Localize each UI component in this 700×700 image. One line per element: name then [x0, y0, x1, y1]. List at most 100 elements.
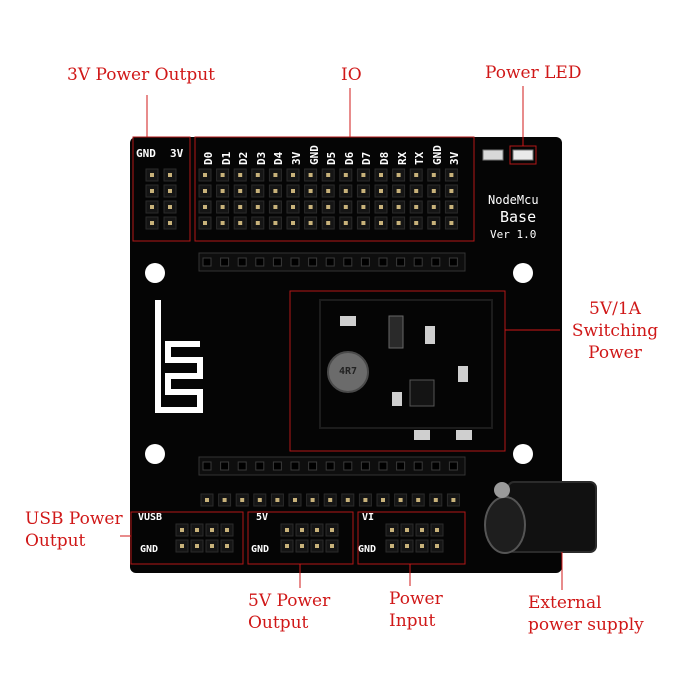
header-pin [238, 173, 243, 177]
header-pin [150, 189, 154, 193]
header-pin [396, 221, 401, 225]
header-pin [180, 544, 184, 548]
box-3v-output [132, 136, 191, 242]
header-pin [291, 189, 295, 193]
header-pin [328, 498, 333, 502]
header-pin [300, 544, 304, 548]
pin-label-d8-10: D8 [378, 151, 391, 165]
header-pin [420, 544, 424, 548]
header-pin [405, 544, 409, 548]
mounting-hole-top-left [145, 263, 165, 283]
callout-external-line1: External [528, 593, 602, 613]
callout-usb-line1: USB Power [25, 509, 123, 529]
header-pin [433, 498, 438, 502]
header-pin [449, 189, 454, 193]
brand-label: NodeMcu [488, 193, 539, 207]
header-pin [222, 498, 227, 502]
callout-power-input-line1: Power [389, 589, 443, 609]
socket-hole [220, 461, 230, 471]
header-pin [308, 221, 313, 225]
box-vusb [130, 511, 244, 565]
header-pin [203, 173, 207, 177]
header-pin [363, 498, 368, 502]
header-pin [238, 221, 243, 225]
header-pin [285, 528, 289, 532]
header-pin [398, 498, 403, 502]
header-pin [414, 189, 419, 193]
socket-hole [255, 257, 265, 267]
header-pin [220, 205, 225, 209]
smd-cap-5 [414, 430, 430, 440]
header-pin [195, 528, 199, 532]
socket-hole [413, 461, 423, 471]
socket-hole [255, 461, 265, 471]
power-led-resistor [482, 149, 504, 161]
header-pin [168, 221, 172, 225]
header-pin [449, 221, 454, 225]
callout-5v-line1: 5V Power [248, 591, 331, 611]
pin-label-d2-2: D2 [237, 151, 251, 165]
5v-label: 5V [256, 512, 269, 523]
header-pin [168, 205, 172, 209]
header-pin [168, 189, 172, 193]
header-pin [210, 528, 214, 532]
header-pin [343, 173, 348, 177]
socket-hole [308, 257, 318, 267]
socket-hole [413, 257, 423, 267]
vusb-label: VUSB [138, 512, 163, 523]
header-pin [291, 173, 295, 177]
header-pin [405, 528, 409, 532]
header-pin [195, 544, 199, 548]
header-pin [343, 221, 348, 225]
socket-hole [202, 257, 212, 267]
header-pin [379, 189, 383, 193]
header-pin [225, 544, 229, 548]
mounting-hole-bottom-left [145, 444, 165, 464]
header-pin [396, 189, 401, 193]
header-pin [449, 173, 454, 177]
socket-hole [272, 257, 282, 267]
socket-hole [325, 461, 335, 471]
socket-hole [431, 257, 441, 267]
socket-hole [448, 257, 458, 267]
header-pin [255, 205, 260, 209]
callout-switching-line1: 5V/1A [589, 299, 641, 319]
socket-hole [308, 461, 318, 471]
diode-top [388, 315, 404, 349]
header-pin [150, 173, 154, 177]
mounting-hole-top-right [513, 263, 533, 283]
header-pin [379, 221, 383, 225]
header-pin [255, 189, 260, 193]
callout-usb-line2: Output [25, 531, 86, 551]
vi-label: VI [362, 512, 375, 523]
header-pin [343, 205, 348, 209]
callout-external-line2: power supply [528, 615, 644, 635]
socket-hole [220, 257, 230, 267]
header-pin [220, 221, 225, 225]
header-pin [379, 173, 383, 177]
header-pin [291, 221, 295, 225]
header-pin [273, 221, 278, 225]
header-pin [210, 544, 214, 548]
socket-hole [202, 461, 212, 471]
header-pin [273, 205, 278, 209]
header-pin [435, 528, 439, 532]
header-pin [308, 205, 313, 209]
switching-module-outline [319, 299, 493, 429]
header-pin [238, 205, 243, 209]
pin-label-3v-14: 3V [448, 151, 462, 165]
callout-switching-line2: Switching [571, 321, 659, 341]
header-pin [326, 173, 331, 177]
header-pin [326, 205, 331, 209]
pin-label-d7-9: D7 [360, 151, 374, 165]
female-socket-headers [198, 252, 466, 476]
socket-hole [290, 257, 300, 267]
header-pin [205, 498, 209, 502]
header-pin [220, 173, 225, 177]
header-pin [285, 544, 289, 548]
callout-3v-power-output: 3V Power Output [67, 65, 216, 85]
header-pin [255, 173, 260, 177]
header-pin [291, 205, 295, 209]
header-pin [257, 498, 262, 502]
